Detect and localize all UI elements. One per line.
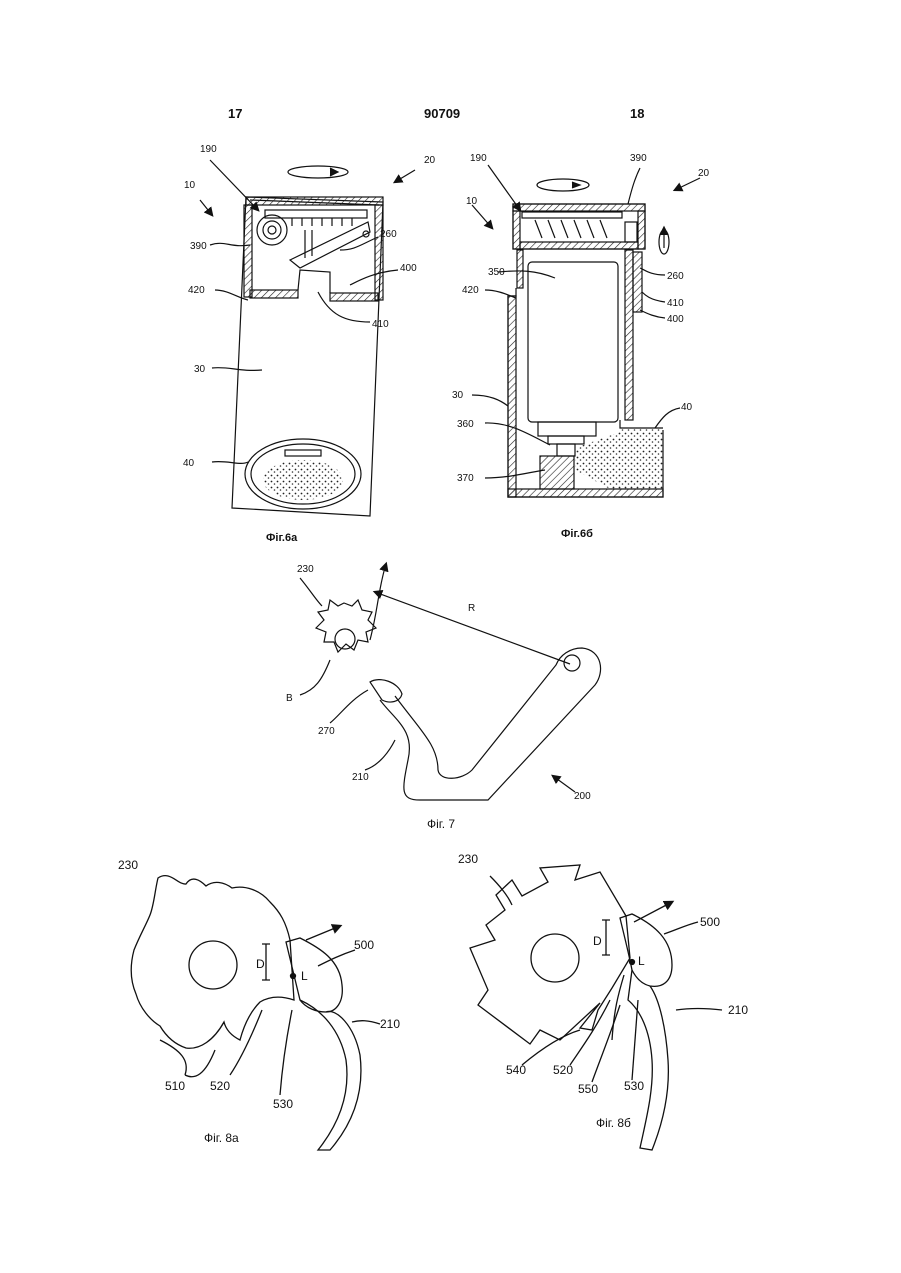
label-L: L [301,969,308,983]
label-190: 190 [470,153,487,164]
label-190: 190 [200,144,217,155]
label-400: 400 [667,314,684,325]
label-410: 410 [372,319,389,330]
label-230: 230 [458,852,478,866]
label-230: 230 [118,858,138,872]
figure-6b-labels: 190 390 20 10 260 350 410 420 400 30 40 … [452,153,710,484]
label-30: 30 [194,364,206,375]
label-L: L [638,954,645,968]
label-550: 550 [578,1082,598,1096]
figure-8a-labels: 230 500 D L 210 510 520 530 [118,858,400,1111]
label-10: 10 [184,180,196,191]
figure-7-labels: 230 R B 270 210 200 [286,564,591,802]
label-510: 510 [165,1079,185,1093]
figure-6b [472,165,700,497]
label-20: 20 [424,155,436,166]
figure-6a-labels: 190 20 10 390 260 400 420 410 30 40 [183,144,436,469]
label-30: 30 [452,390,464,401]
caption-fig8b: Фіг. 8б [596,1116,631,1130]
label-230: 230 [297,564,314,575]
label-B: B [286,693,293,704]
label-360: 360 [457,419,474,430]
label-20: 20 [698,168,710,179]
label-350: 350 [488,267,505,278]
label-520: 520 [553,1063,573,1077]
caption-fig6b: Фіг.6б [561,528,593,540]
figure-6a [200,160,415,516]
figure-7 [300,564,601,800]
label-200: 200 [574,791,591,802]
label-420: 420 [188,285,205,296]
label-R: R [468,603,475,614]
label-410: 410 [667,298,684,309]
label-370: 370 [457,473,474,484]
label-500: 500 [700,915,720,929]
label-210: 210 [728,1003,748,1017]
label-40: 40 [183,458,195,469]
figure-8b [470,865,722,1150]
label-210: 210 [352,772,369,783]
label-D: D [256,957,265,971]
caption-fig7: Фіг. 7 [427,817,455,831]
label-400: 400 [400,263,417,274]
label-40: 40 [681,402,693,413]
label-420: 420 [462,285,479,296]
label-390: 390 [630,153,647,164]
figure-8a [131,876,380,1150]
label-D: D [593,934,602,948]
label-540: 540 [506,1063,526,1077]
label-530: 530 [624,1079,644,1093]
label-520: 520 [210,1079,230,1093]
label-530: 530 [273,1097,293,1111]
label-210: 210 [380,1017,400,1031]
label-500: 500 [354,938,374,952]
label-260: 260 [380,229,397,240]
caption-fig6a: Фіг.6а [266,532,298,544]
caption-fig8a: Фіг. 8а [204,1131,239,1145]
label-260: 260 [667,271,684,282]
label-10: 10 [466,196,478,207]
label-270: 270 [318,726,335,737]
label-390: 390 [190,241,207,252]
